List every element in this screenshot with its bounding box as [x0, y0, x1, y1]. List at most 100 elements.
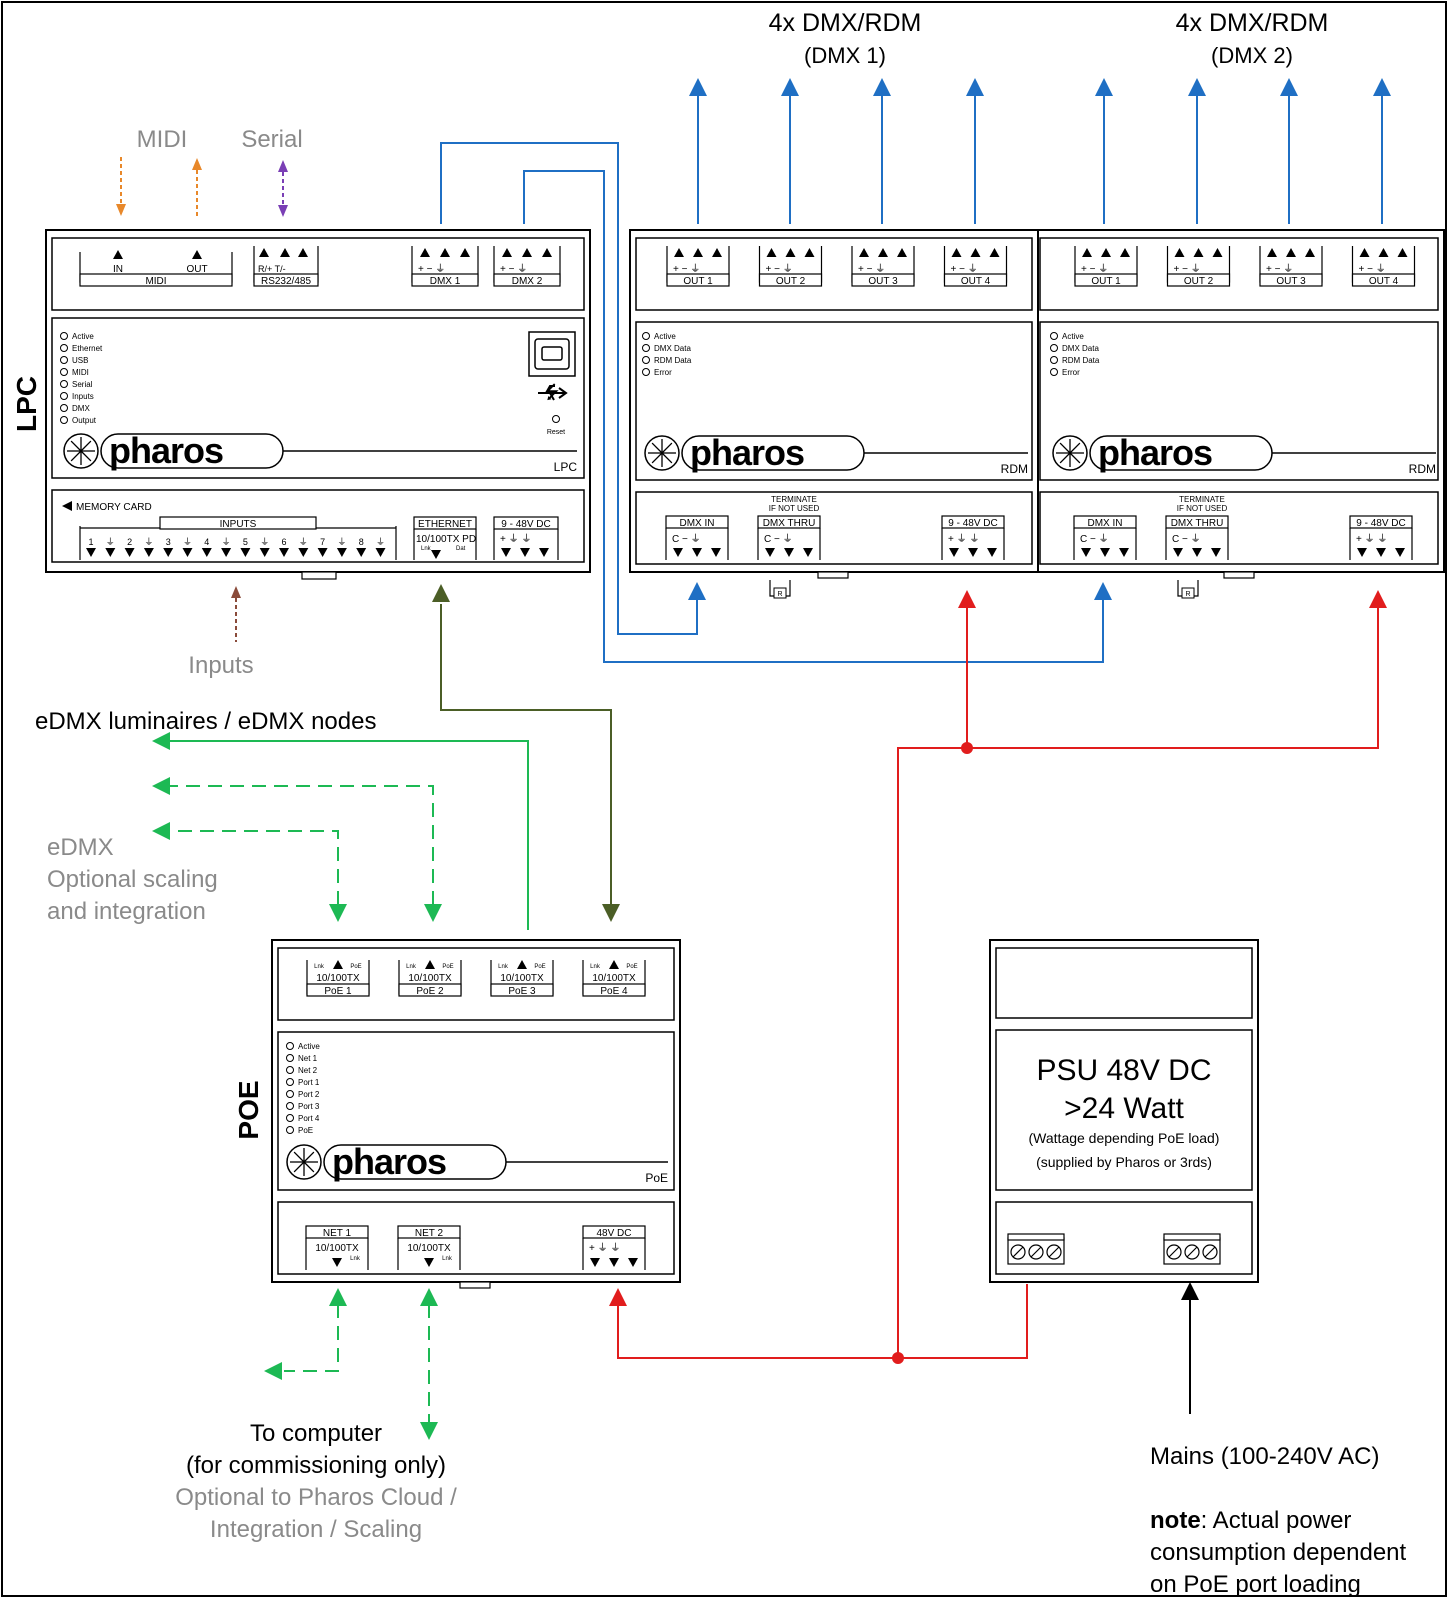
rdm1-model: RDM — [1001, 462, 1028, 476]
rdm2-out-pins: + − ⏚ — [1081, 263, 1108, 275]
rdm2-out-pin — [1174, 248, 1185, 257]
rdm2-thru-pin — [1192, 548, 1202, 557]
poe-port3-box — [490, 983, 554, 997]
lpc-serial-label: RS232/485 — [261, 276, 311, 287]
poe-power-label: 48V DC — [596, 1228, 631, 1239]
lpc-reset-button — [552, 415, 560, 423]
dmx-in-arrow-2 — [1094, 582, 1112, 600]
rdm1-out-pin — [878, 248, 888, 257]
poe-port-lnk: Lnk — [498, 964, 509, 970]
rdm1-out-pins: + − ⏚ — [766, 263, 793, 275]
rdm1-terminate-2: IF NOT USED — [769, 504, 820, 513]
lpc-logo-spoke — [80, 450, 92, 462]
ethernet-wire — [440, 604, 612, 905]
rdm2-power-arrow — [1369, 590, 1387, 608]
lpc-input-gnd: ⏚ — [183, 537, 192, 547]
dmx-output-arrow-2 — [781, 78, 799, 96]
rdm2-led-label: RDM Data — [1062, 356, 1100, 365]
rdm2-out-pin — [1305, 248, 1315, 257]
lpc-brand: pharos — [109, 430, 223, 471]
lpc-ethernet-label: ETHERNET — [418, 519, 472, 530]
lpc-dmx2-pin — [502, 248, 512, 257]
poe-port-pin — [517, 960, 527, 969]
computer-label-1: To computer — [250, 1420, 382, 1447]
rdm1-in-pin — [692, 548, 702, 557]
rdm1-out-pin — [766, 248, 777, 257]
poe-led — [286, 1090, 294, 1098]
rdm1-out-pin — [951, 248, 962, 257]
ethernet-arrow-up — [432, 584, 450, 602]
dmx-wires — [440, 88, 1383, 663]
lpc-led-label: Active — [72, 332, 94, 341]
net1-arrow-up — [329, 1288, 347, 1306]
rdm2-in-pin — [1081, 548, 1091, 557]
usb-symbol-icon — [538, 385, 568, 401]
dmx1-sub: (DMX 1) — [804, 43, 886, 68]
edmx-wires — [170, 740, 529, 1424]
note-bold: note — [1150, 1507, 1201, 1534]
lpc-input-pin — [259, 548, 270, 557]
lpc-led — [60, 380, 68, 388]
lpc-dmx1-pins: + − ⏚ — [418, 263, 445, 275]
psu-line-1: PSU 48V DC — [1036, 1054, 1211, 1087]
rdm1-power-bracket — [941, 528, 1005, 560]
rdm1-out-pins: + − ⏚ — [951, 263, 978, 275]
rdm2-out-pin — [1267, 248, 1277, 257]
rdm2-out-pins: + − ⏚ — [1266, 263, 1293, 275]
power-junction-bottom — [892, 1352, 904, 1364]
rdm2-led — [1050, 356, 1058, 364]
lpc-input-gnd: ⏚ — [260, 537, 269, 547]
rdm1-led-label: DMX Data — [654, 344, 691, 353]
poe-logo-spoke — [293, 1161, 305, 1173]
poe-brand: pharos — [332, 1141, 446, 1182]
poe-power-box — [582, 1225, 646, 1239]
lpc-led — [60, 392, 68, 400]
lpc-power-pin — [539, 548, 549, 557]
lpc-input-pin — [279, 548, 289, 557]
poe-logo-spoke — [293, 1151, 305, 1163]
poe-port-poe: PoE — [350, 964, 361, 970]
rdm1-dmx-in-label: DMX IN — [680, 518, 715, 529]
rdm1-led-label: Error — [654, 368, 672, 377]
lpc-power-pin — [520, 548, 530, 557]
lpc-reset-label: Reset — [547, 429, 565, 436]
poe-port-poe: PoE — [534, 964, 545, 970]
lpc-input-pin — [375, 548, 386, 557]
lpc-power-bracket — [493, 529, 559, 560]
note-line-1-text: : Actual power — [1201, 1507, 1352, 1534]
dmx1-title: 4x DMX/RDM — [769, 9, 922, 37]
lpc-led — [60, 356, 68, 364]
rdm2-dmx-in-box — [1073, 515, 1137, 529]
rdm2-out-pin — [1378, 248, 1389, 257]
rdm1-led — [642, 356, 650, 364]
poe-led — [286, 1054, 294, 1062]
poe-logo-spoke — [303, 1151, 315, 1163]
rdm1-out1-box — [666, 273, 730, 287]
poe-led-label: Port 2 — [298, 1090, 320, 1099]
rdm1-logo-spoke — [651, 452, 663, 464]
poe-port4-label: PoE 4 — [600, 986, 628, 997]
lpc-serial-pin — [280, 248, 290, 257]
rdm2-led-label: DMX Data — [1062, 344, 1099, 353]
poe-power-pin — [609, 1258, 619, 1267]
rdm2-out2-label: OUT 2 — [1184, 276, 1214, 287]
poe-port-speed: 10/100TX — [500, 973, 544, 984]
lpc-dmx1-label: DMX 1 — [430, 276, 461, 287]
rdm2-out4-box — [1351, 273, 1416, 287]
lpc-power-label: 9 - 48V DC — [501, 519, 550, 530]
net2-arrow-down — [420, 1422, 438, 1440]
rdm1-dmx-thru-label: DMX THRU — [763, 518, 816, 529]
rdm2-out2-box — [1166, 273, 1231, 287]
poe-net2-pin — [424, 1258, 434, 1267]
edmx-nodes-label: eDMX luminaires / eDMX nodes — [35, 708, 376, 735]
rdm2-logo-spoke — [1059, 452, 1071, 464]
poe-port-pin — [425, 960, 435, 969]
rdm1-thru-pin — [765, 548, 775, 557]
rdm2-led — [1050, 368, 1058, 376]
rdm2-in-pins: C − ⏚ — [1080, 533, 1109, 545]
rdm1-out-pin — [989, 248, 1000, 257]
rdm2-out-pin — [1193, 248, 1204, 257]
dmx-output-arrow-5 — [1095, 78, 1113, 96]
poe-led — [286, 1066, 294, 1074]
